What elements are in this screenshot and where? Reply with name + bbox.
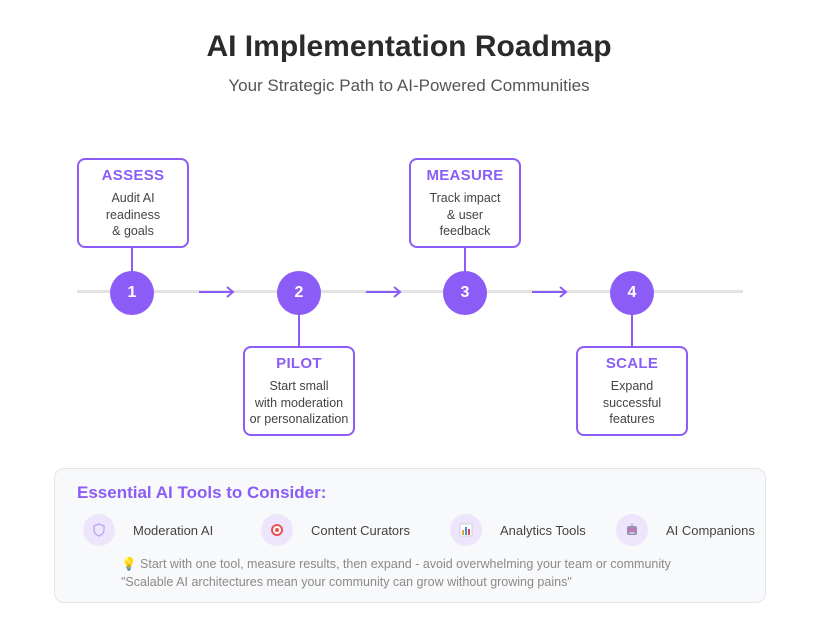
stage-connector — [131, 246, 133, 272]
quote-text: "Scalable AI architectures mean your com… — [121, 575, 572, 589]
arrow-right-icon — [197, 283, 237, 301]
tool-item: Analytics Tools — [450, 514, 586, 546]
tool-item: Content Curators — [261, 514, 410, 546]
tools-panel: Essential AI Tools to Consider: Moderati… — [54, 468, 766, 603]
stage-description: Audit AI readiness & goals — [105, 191, 161, 238]
tool-item: Moderation AI — [83, 514, 213, 546]
stage-connector — [464, 246, 466, 272]
robot-icon — [616, 514, 648, 546]
tool-label: Content Curators — [311, 522, 410, 538]
stage-title: SCALE — [605, 355, 659, 372]
tool-item: AI Companions — [616, 514, 755, 546]
shield-icon — [83, 514, 115, 546]
stage-title: ASSESS — [101, 167, 165, 184]
stage-title: PILOT — [276, 355, 322, 372]
stage-description: Track impact & user feedback — [429, 191, 501, 238]
arrow-right-icon — [364, 283, 404, 301]
stage-connector — [631, 314, 633, 347]
stage-description: Start small with moderation or personali… — [249, 379, 349, 426]
stage-title: MEASURE — [426, 167, 504, 184]
target-icon — [261, 514, 293, 546]
bar-chart-icon — [450, 514, 482, 546]
timeline-line — [77, 290, 743, 293]
tool-label: AI Companions — [666, 522, 755, 538]
stage-assess-box: ASSESS Audit AI readiness & goals — [77, 158, 189, 248]
tip-text: 💡 Start with one tool, measure results, … — [121, 557, 671, 571]
tool-label: Analytics Tools — [500, 522, 586, 538]
tools-heading: Essential AI Tools to Consider: — [77, 483, 327, 502]
stage-scale-box: SCALE Expand successful features — [576, 346, 688, 436]
stage-description: Expand successful features — [602, 379, 662, 426]
arrow-right-icon — [530, 283, 570, 301]
stage-pilot-box: PILOT Start small with moderation or per… — [243, 346, 355, 436]
step-number-badge: 2 — [277, 271, 321, 315]
page-title: AI Implementation Roadmap — [206, 30, 612, 63]
step-number-badge: 1 — [110, 271, 154, 315]
stage-measure-box: MEASURE Track impact & user feedback — [409, 158, 521, 248]
tool-label: Moderation AI — [133, 522, 214, 538]
step-number-badge: 3 — [443, 271, 487, 315]
page-subtitle: Your Strategic Path to AI-Powered Commun… — [228, 76, 590, 95]
step-number-badge: 4 — [610, 271, 654, 315]
stage-connector — [298, 314, 300, 347]
